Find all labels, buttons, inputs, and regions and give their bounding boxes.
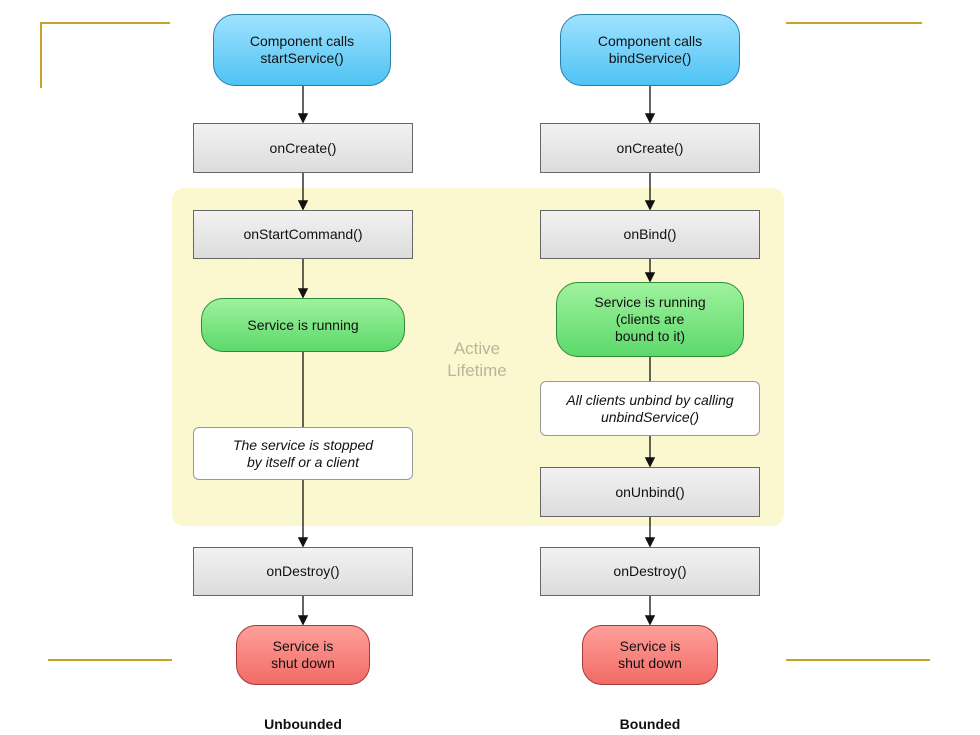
unbounded-oncreate-node: onCreate() xyxy=(193,123,413,173)
bounded-running-node: Service is running (clients are bound to… xyxy=(556,282,744,357)
unbounded-running-node: Service is running xyxy=(201,298,405,352)
bounded-shutdown-node: Service is shut down xyxy=(582,625,718,685)
bounded-onunbind-node: onUnbind() xyxy=(540,467,760,517)
unbounded-start-node: Component calls startService() xyxy=(213,14,391,86)
unbounded-stopped-note: The service is stopped by itself or a cl… xyxy=(193,427,413,480)
unbounded-caption: Unbounded xyxy=(264,716,342,732)
slide-decor-line xyxy=(40,22,170,24)
unbounded-ondestroy-node: onDestroy() xyxy=(193,547,413,596)
unbounded-onstartcommand-node: onStartCommand() xyxy=(193,210,413,259)
slide-decor-line xyxy=(786,22,922,24)
bounded-caption: Bounded xyxy=(619,716,681,732)
bounded-start-node: Component calls bindService() xyxy=(560,14,740,86)
slide-decor-line xyxy=(40,22,42,88)
active-lifetime-label: Active Lifetime xyxy=(432,338,522,382)
bounded-ondestroy-node: onDestroy() xyxy=(540,547,760,596)
unbounded-shutdown-node: Service is shut down xyxy=(236,625,370,685)
slide-decor-line xyxy=(786,659,930,661)
bounded-onbind-node: onBind() xyxy=(540,210,760,259)
active-lifetime-line: Active xyxy=(453,339,501,358)
bounded-unbind-note: All clients unbind by calling unbindServ… xyxy=(540,381,760,436)
bounded-oncreate-node: onCreate() xyxy=(540,123,760,173)
active-lifetime-line: Lifetime xyxy=(447,361,507,380)
slide-decor-line xyxy=(48,659,172,661)
